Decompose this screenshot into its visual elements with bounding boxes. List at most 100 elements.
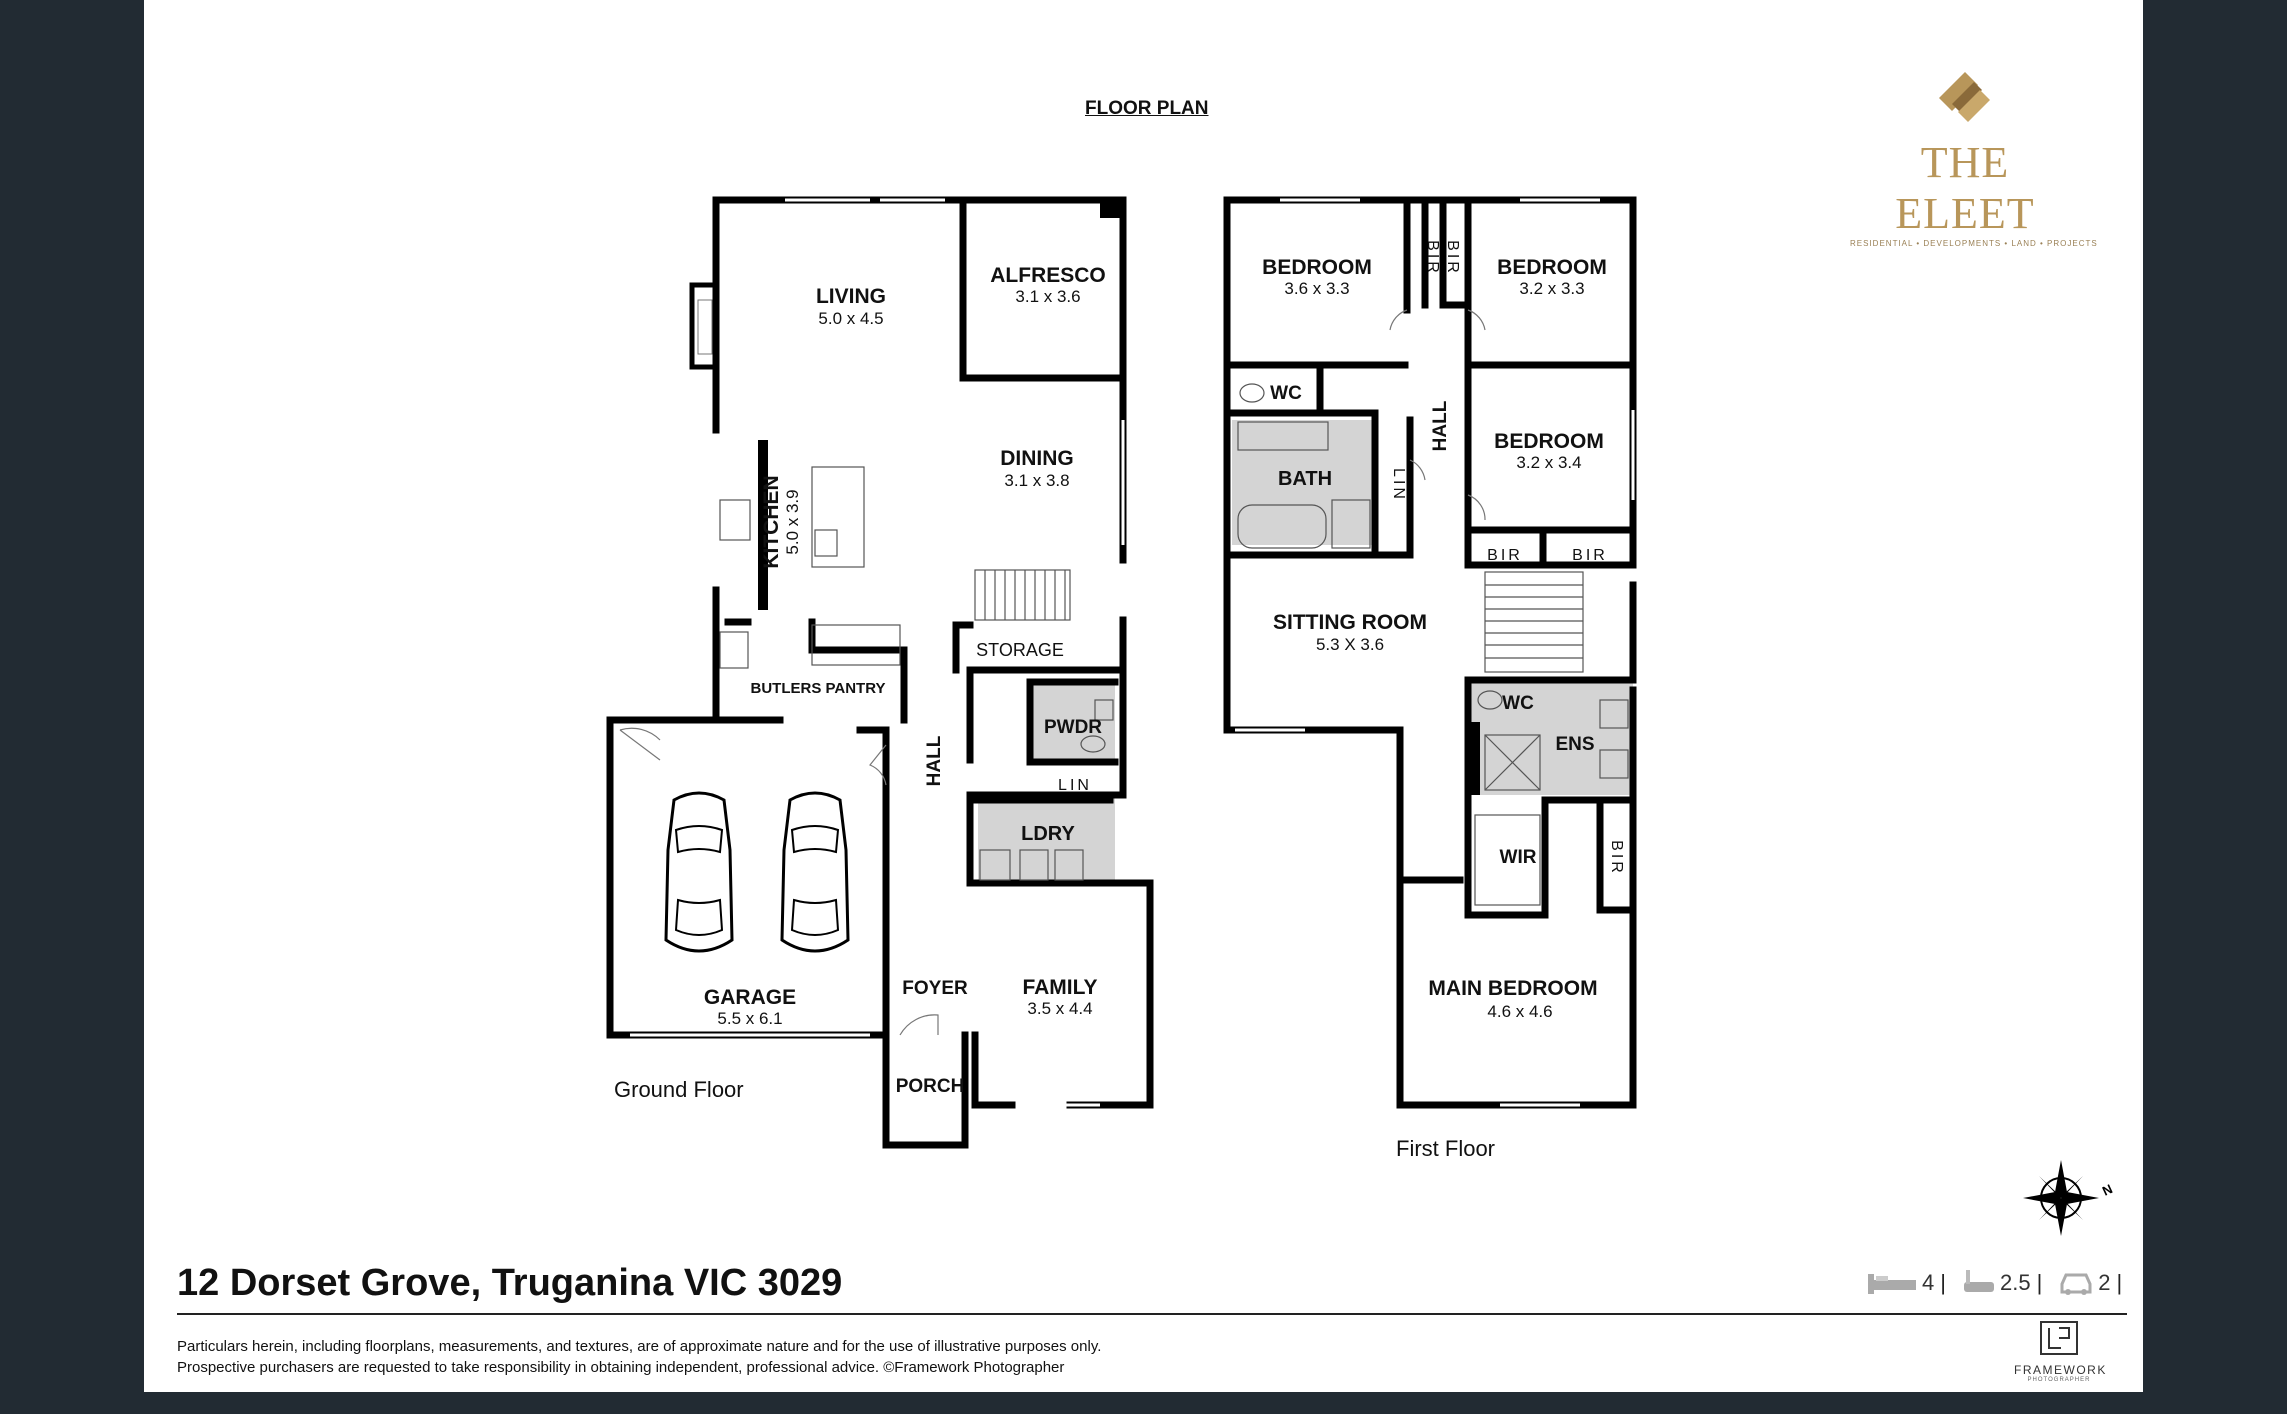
- wall: [966, 791, 1154, 1109]
- wall: [808, 618, 908, 724]
- ens-wet-area: [1468, 680, 1633, 795]
- bed-icon: [1868, 1274, 1916, 1294]
- cooktop: [719, 499, 751, 541]
- room-family-name: FAMILY: [1022, 976, 1097, 999]
- room-dining-dims: 3.1 x 3.8: [1004, 471, 1069, 490]
- stat-bathrooms: 2.5 |: [1962, 1268, 2052, 1298]
- divider: [177, 1313, 2127, 1315]
- ens-wall-block: [1468, 722, 1480, 795]
- car-icon: [664, 791, 734, 953]
- room-hall-name: HALL: [924, 735, 945, 786]
- pwdr-wet-area: [1030, 682, 1115, 762]
- room-labels: LIVING 5.0 x 4.5 ALFRESCO 3.1 x 3.6 DINI…: [614, 240, 1625, 1161]
- room-butlers-pantry-name: BUTLERS PANTRY: [751, 680, 886, 697]
- wall: [1541, 796, 1637, 919]
- disclaimer-line: Particulars herein, including floorplans…: [177, 1338, 1102, 1355]
- fireplace: [689, 282, 719, 370]
- shower: [1484, 734, 1541, 791]
- room-lin-name: LIN: [1058, 777, 1092, 794]
- toilet: [1080, 735, 1106, 753]
- bath-icon: [1963, 1270, 1994, 1292]
- first-stairs: [1484, 571, 1584, 673]
- bir-label: BIR: [1572, 547, 1608, 564]
- dryer: [1054, 849, 1084, 881]
- vanity: [1237, 421, 1329, 451]
- room-bedroom-2-name: BEDROOM: [1497, 256, 1607, 279]
- basin: [1094, 699, 1114, 721]
- room-living-dims: 5.0 x 4.5: [818, 309, 883, 328]
- room-pwdr-name: PWDR: [1044, 717, 1102, 738]
- basin: [1599, 699, 1629, 729]
- room-foyer-name: FOYER: [902, 978, 968, 999]
- room-kitchen-name: KITCHEN: [760, 475, 783, 568]
- room-alfresco-name: ALFRESCO: [990, 264, 1106, 287]
- ground-floor-plan: [606, 196, 1154, 1149]
- wall: [1596, 796, 1637, 914]
- room-ldry-name: LDRY: [1021, 823, 1075, 845]
- room-bedroom-2-dims: 3.2 x 3.3: [1519, 279, 1584, 298]
- first-floor-label: First Floor: [1396, 1136, 1495, 1161]
- basin: [1599, 749, 1629, 779]
- room-kitchen-dims: 5.0 x 3.9: [783, 489, 802, 554]
- door-swing: [1467, 494, 1486, 521]
- stat-car-spaces-value: 2: [2098, 1270, 2111, 1295]
- bir-label: BIR: [1608, 840, 1625, 876]
- wall: [1026, 678, 1119, 766]
- disclaimer: Particulars herein, including floorplans…: [177, 1336, 1101, 1378]
- washer: [1019, 849, 1049, 881]
- property-address: 12 Dorset Grove, Truganina VIC 3029: [177, 1262, 843, 1304]
- kitchen-sink: [814, 529, 838, 557]
- brand-logo: THE ELEET RESIDENTIAL • DEVELOPMENTS • L…: [1850, 70, 2098, 248]
- room-bedroom-1-name: BEDROOM: [1262, 256, 1372, 279]
- room-lin-name: LIN: [1390, 468, 1407, 502]
- wall: [1223, 409, 1379, 559]
- page-title: FLOOR PLAN: [1085, 98, 1209, 119]
- bir-label: BIR: [1424, 240, 1441, 276]
- framework-logo-icon: [2040, 1321, 2078, 1355]
- room-wc-name: WC: [1502, 693, 1534, 714]
- room-sitting-room-name: SITTING ROOM: [1273, 611, 1427, 634]
- pantry-sink: [719, 631, 749, 669]
- compass-north-label: N: [2100, 1181, 2115, 1199]
- room-storage-name: STORAGE: [976, 640, 1064, 660]
- door-swing: [899, 1014, 939, 1036]
- room-bath-name: BATH: [1278, 468, 1332, 490]
- car-icon: [780, 791, 850, 953]
- room-ens-name: ENS: [1555, 734, 1594, 755]
- photographer-name: FRAMEWORK: [2014, 1363, 2107, 1377]
- stat-separator: |: [1940, 1270, 1946, 1295]
- room-bedroom-3-name: BEDROOM: [1494, 430, 1604, 453]
- room-garage-dims: 5.5 x 6.1: [717, 1009, 782, 1028]
- wall: [1464, 361, 1637, 569]
- wall: [1223, 196, 1404, 884]
- pantry-bench: [811, 624, 901, 666]
- toilet: [1477, 690, 1503, 710]
- photographer-logo: FRAMEWORK PHOTOGRAPHER: [2014, 1320, 2107, 1383]
- stat-separator: |: [2116, 1270, 2123, 1295]
- wall: [971, 1031, 1016, 1109]
- stat-bedrooms: 4 |: [1866, 1270, 1956, 1296]
- compass-icon: N: [2023, 1160, 2115, 1236]
- bath-wet-area: [1232, 420, 1375, 545]
- door-swing: [1409, 459, 1426, 481]
- wall: [1439, 196, 1472, 309]
- wall: [1371, 416, 1414, 559]
- disclaimer-line: Prospective purchasers are requested to …: [177, 1359, 1065, 1376]
- wall: [952, 621, 974, 674]
- room-bedroom-3-dims: 3.2 x 3.4: [1516, 453, 1581, 472]
- room-wc-name: WC: [1270, 383, 1302, 404]
- stat-car-spaces: 2 |: [2058, 1270, 2132, 1296]
- bathtub: [1237, 504, 1327, 549]
- room-living-name: LIVING: [816, 285, 886, 308]
- pillar: [1100, 200, 1123, 218]
- door-swing: [1389, 309, 1408, 331]
- brand-name: THE ELEET: [1895, 138, 2035, 238]
- door-swing: [1467, 309, 1486, 331]
- room-main-bedroom-dims: 4.6 x 4.6: [1487, 1002, 1552, 1021]
- fireplace-hearth: [697, 299, 713, 355]
- room-hall-name: HALL: [1430, 400, 1451, 451]
- wall: [882, 1031, 969, 1149]
- brand-tagline: RESIDENTIAL • DEVELOPMENTS • LAND • PROJ…: [1850, 239, 2098, 248]
- room-sitting-room-dims: 5.3 X 3.6: [1316, 635, 1384, 654]
